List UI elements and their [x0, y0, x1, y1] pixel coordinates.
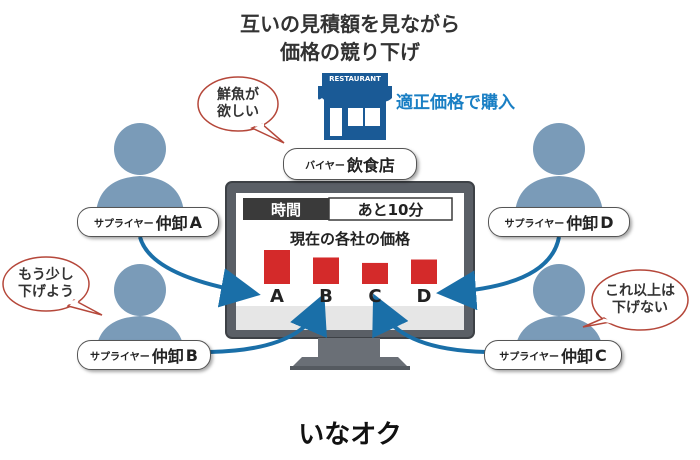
price-bars: [264, 250, 437, 284]
person-icon-supplier-d: [515, 123, 603, 212]
store-caption: 適正価格で購入: [396, 93, 515, 113]
price-bar-b: [313, 257, 339, 284]
bar-letter-d: D: [416, 286, 432, 307]
supplier-prefix: サプライヤー: [93, 218, 154, 230]
bar-letter-b: B: [319, 286, 333, 307]
bubble-text-supplier-c: これ以上は 下げない: [594, 283, 686, 317]
store-sign: RESTAURANT: [329, 75, 381, 83]
supplier-name: 仲卸: [560, 347, 593, 366]
headline-line1: 互いの見積額を見ながら: [240, 12, 460, 36]
buyer-label: バイヤー飲食店: [283, 148, 417, 180]
supplier-letter: B: [185, 345, 198, 365]
price-bar-c: [362, 262, 388, 284]
bubble-line: 下げよう: [18, 284, 74, 300]
supplier-name: 仲卸: [151, 347, 184, 366]
buyer-name: 飲食店: [346, 156, 395, 175]
service-title: いなオク: [298, 420, 402, 450]
bubble-line: もう少し: [18, 267, 74, 283]
bar-letter-a: A: [270, 286, 284, 307]
arrow-supplier-d: [436, 236, 561, 311]
bubble-line: 鮮魚が: [217, 87, 259, 103]
supplier-letter: C: [594, 345, 607, 365]
arrow-supplier-c: [372, 293, 487, 354]
supplier-name: 仲卸: [566, 214, 599, 233]
store-icon: [318, 73, 392, 140]
time-value: あと10分: [357, 201, 424, 219]
supplier-prefix: サプライヤー: [499, 351, 559, 363]
supplier-prefix: サプライヤー: [504, 218, 565, 230]
price-bar-a: [264, 250, 290, 284]
supplier-prefix: サプライヤー: [90, 351, 150, 363]
speech-bubble-supplier-b: [2, 256, 103, 316]
bubble-text-buyer: 鮮魚が 欲しい: [200, 87, 276, 121]
bubble-line: これ以上は: [605, 283, 675, 299]
bubble-text-supplier-b: もう少し 下げよう: [6, 267, 86, 301]
bar-letter-c: C: [368, 286, 382, 307]
person-icon-supplier-a: [96, 123, 184, 212]
person-icon-supplier-b: [96, 264, 184, 350]
buyer-prefix: バイヤー: [305, 160, 345, 172]
bubble-line: 下げない: [612, 300, 668, 316]
arrow-supplier-b: [209, 293, 327, 354]
headline-line2: 価格の競り下げ: [280, 40, 420, 64]
time-value-box: [328, 197, 453, 221]
supplier-letter: D: [600, 212, 614, 232]
screen-subtitle: 現在の各社の価格: [289, 230, 410, 248]
price-bar-d: [411, 259, 437, 284]
supplier-letter: A: [189, 212, 203, 232]
speech-bubble-buyer: [197, 76, 285, 144]
arrow-supplier-a: [138, 236, 261, 308]
bubble-line: 欲しい: [217, 104, 259, 120]
supplier-name: 仲卸: [155, 214, 188, 233]
time-label: 時間: [270, 201, 301, 219]
person-icon-supplier-c: [515, 264, 603, 350]
speech-bubble-supplier-c: [582, 269, 689, 331]
time-label-box: [243, 198, 329, 220]
